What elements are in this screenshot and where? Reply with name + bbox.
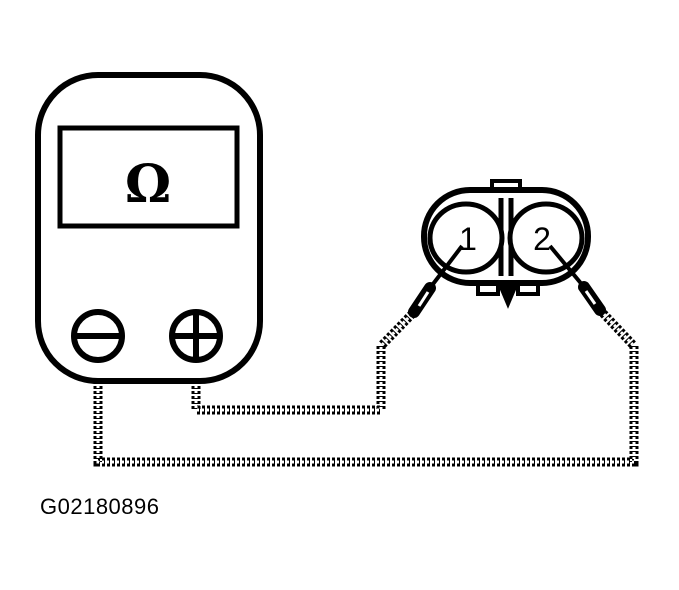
plus-circle-icon [169, 309, 223, 363]
pin-1-cavity [427, 201, 505, 275]
ohm-symbol: Ω [125, 154, 171, 215]
probe-left [408, 244, 464, 318]
pin-2-label: 2 [533, 221, 551, 257]
sensor-connector: 1 2 [421, 179, 591, 309]
meter-display [57, 125, 240, 229]
probe-right [548, 244, 606, 316]
minus-circle-icon [71, 309, 125, 363]
ohmmeter: Ω [35, 72, 263, 384]
pin-1-label: 1 [459, 221, 477, 257]
figure-id: G02180896 [40, 494, 160, 519]
wire-negative [93, 306, 639, 467]
wire-positive [191, 308, 418, 415]
pin-2-cavity [507, 201, 585, 275]
